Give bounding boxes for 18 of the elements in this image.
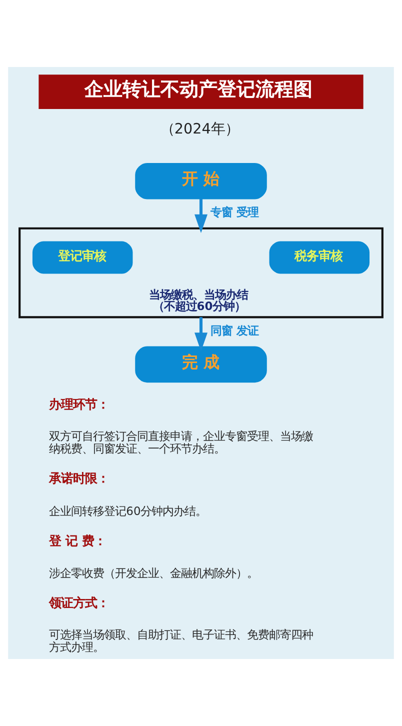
label: 涉企零收费（开发企业、金融机构除外）。 <box>49 566 258 580</box>
edge-label: 同窗 发证 <box>210 323 259 338</box>
node-box: 税务审核 <box>269 241 370 274</box>
label: 承诺时限： <box>49 470 110 486</box>
arrow <box>194 317 208 352</box>
edge-label: 专窗 受理 <box>210 205 259 220</box>
arrow <box>194 198 208 233</box>
label: （2024年） <box>160 121 239 138</box>
node-box: 开 始 <box>135 162 267 200</box>
label: 可选择当场领取、自助打证、电子证书、免费邮寄四种方式办理。 <box>49 628 314 654</box>
label: 办理环节： <box>49 396 110 412</box>
label: 登 记 费： <box>49 532 106 548</box>
label: 企业间转移登记60分钟内办结。 <box>49 504 207 518</box>
diagram-title: 企业转让不动产登记流程图 <box>84 78 313 101</box>
node-box: 完 成 <box>135 346 267 383</box>
label: 领证方式： <box>49 594 110 610</box>
label: 双方可自行签订合同直接申请，企业专窗受理、当场缴纳税费、同窗发证、一个环节办结。 <box>49 428 314 456</box>
node-box: 登记审核 <box>32 241 133 274</box>
